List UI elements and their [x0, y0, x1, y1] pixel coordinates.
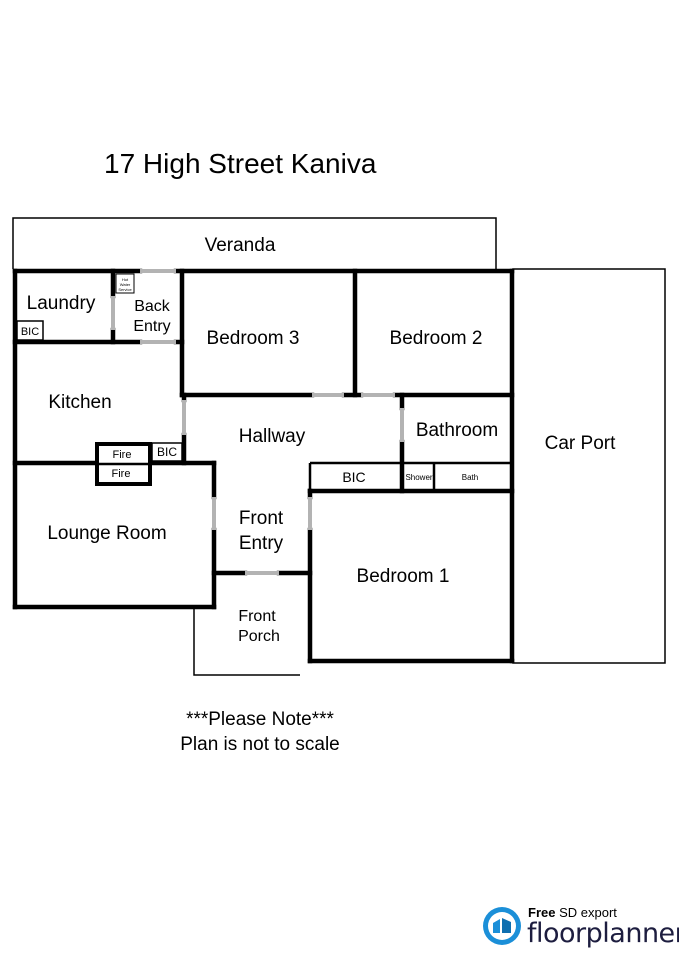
label-fire-top: Fire	[113, 449, 132, 461]
label-hws-1: Hot	[122, 277, 129, 282]
logo-free: Free	[528, 905, 556, 920]
scale-note: ***Please Note*** Plan is not to scale	[160, 707, 360, 757]
plan-title: 17 High Street Kaniva	[104, 148, 377, 179]
label-back-entry-1: Back	[134, 298, 171, 315]
label-car-port: Car Port	[545, 433, 616, 454]
logo-tagline: Free SD export	[528, 905, 617, 920]
fixtures	[16, 273, 183, 486]
label-bedroom1: Bedroom 1	[357, 566, 450, 587]
label-back-entry-2: Entry	[133, 318, 170, 335]
label-bath: Bath	[462, 473, 478, 482]
label-hall-bic: BIC	[342, 469, 365, 485]
label-front-entry-2: Entry	[239, 533, 284, 554]
label-fire-bottom: Fire	[112, 468, 131, 480]
laundry-bic-box	[16, 320, 44, 341]
doors	[111, 269, 404, 575]
note-line-2: Plan is not to scale	[180, 734, 340, 755]
label-hws-2: Water	[120, 282, 131, 287]
label-bedroom3: Bedroom 3	[207, 328, 300, 349]
floorplanner-logo-icon	[483, 907, 521, 945]
veranda-outline	[12, 217, 497, 269]
label-hallway: Hallway	[239, 426, 306, 447]
label-front-porch-1: Front	[238, 608, 276, 625]
label-front-entry-1: Front	[239, 508, 284, 529]
label-front-porch-2: Porch	[238, 628, 280, 645]
label-shower: Shower	[405, 473, 432, 482]
hws-box	[115, 273, 135, 294]
label-kitchen-bic: BIC	[157, 445, 177, 459]
logo-export: SD export	[559, 905, 617, 920]
note-line-1: ***Please Note***	[186, 709, 334, 730]
inner-walls	[308, 461, 512, 491]
label-laundry: Laundry	[27, 293, 96, 314]
label-veranda: Veranda	[205, 235, 276, 256]
room-labels: Veranda Laundry BIC Hot Water Service Ba…	[21, 235, 616, 645]
label-kitchen: Kitchen	[48, 392, 111, 413]
front-porch-outline	[193, 607, 300, 676]
car-port-outline	[512, 268, 666, 664]
floorplanner-logo: Free SD export floorplanner	[482, 904, 679, 950]
label-lounge: Lounge Room	[47, 523, 166, 544]
label-hws-3: Service	[118, 287, 132, 292]
label-laundry-bic: BIC	[21, 326, 39, 338]
logo-brand: floorplanner	[527, 918, 679, 949]
label-bathroom: Bathroom	[416, 420, 498, 441]
label-bedroom2: Bedroom 2	[390, 328, 483, 349]
